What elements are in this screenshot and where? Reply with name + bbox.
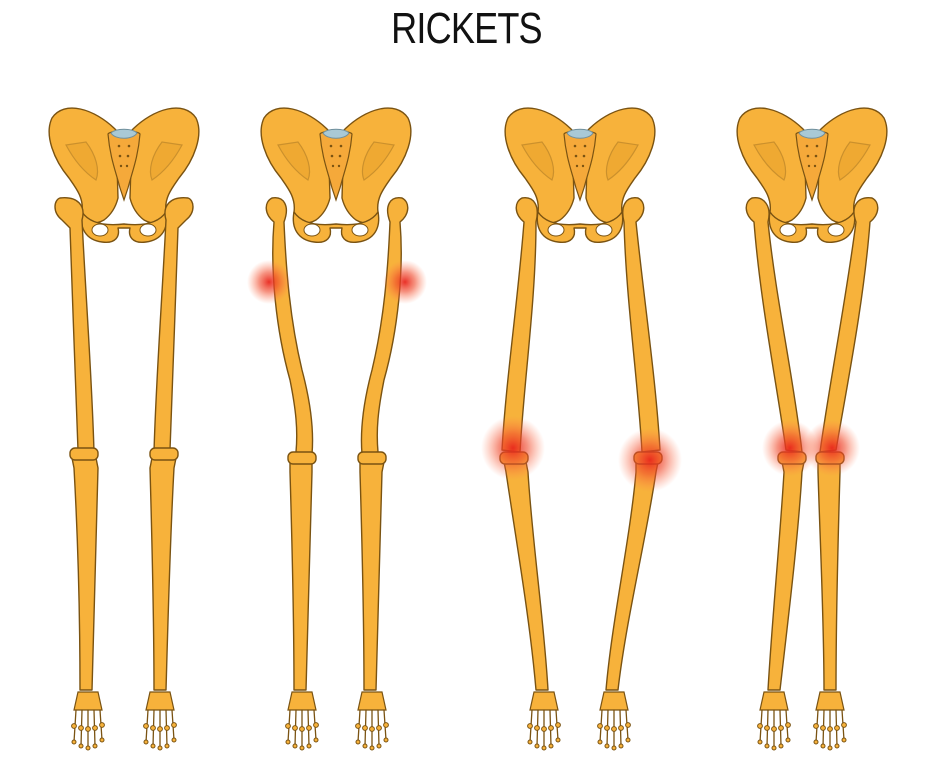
inflammation-right-knee <box>804 420 860 476</box>
figure-knock-knees <box>737 108 887 750</box>
inflammation-left-knee <box>481 416 545 480</box>
inflammation-right-knee <box>618 428 682 492</box>
inflammation-left-upper-femur <box>247 260 291 304</box>
figure-bow-legs <box>481 108 682 750</box>
inflammation-right-upper-femur <box>383 260 427 304</box>
figure-normal <box>49 108 199 750</box>
figure-coxa-bowing <box>247 108 427 750</box>
